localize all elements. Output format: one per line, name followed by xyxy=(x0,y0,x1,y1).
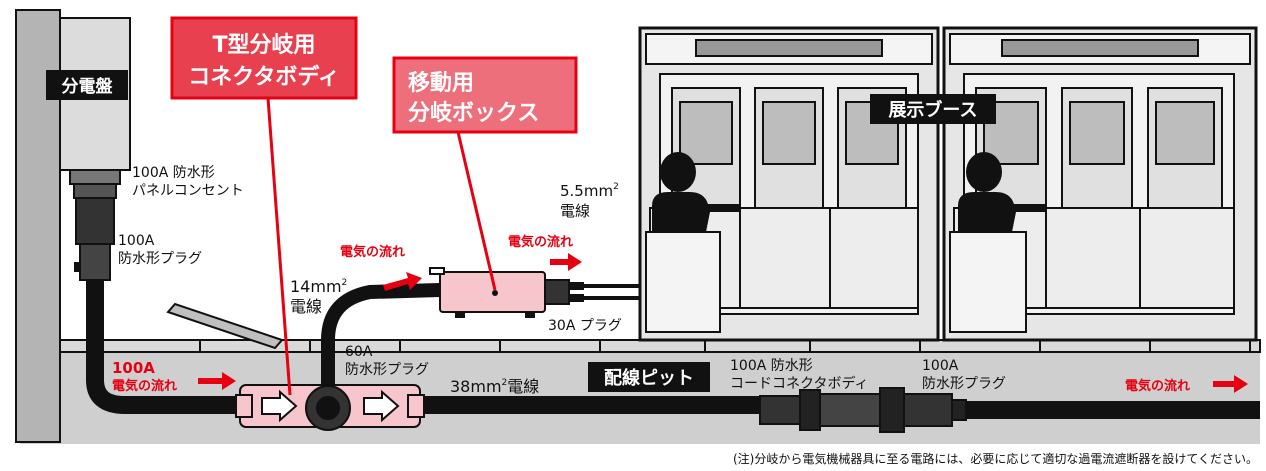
plug100-label-line1: 100A xyxy=(118,233,155,249)
exhibit-booth-label-bg xyxy=(870,94,996,124)
plug60-label-line2: 防水形プラグ xyxy=(345,362,429,378)
wire55-label-line1: 5.5mm2 xyxy=(560,182,619,200)
t-branch-callout-leader xyxy=(266,97,292,396)
floor-joints xyxy=(199,340,1251,352)
outlet-label-line2: パネルコンセント xyxy=(132,183,244,199)
flow-label-3: 電気の流れ xyxy=(112,378,177,394)
waterproof-plug-100a-pit xyxy=(879,387,967,433)
plug60-label-line1: 60A xyxy=(345,344,373,360)
wire55-label-line2: 電線 xyxy=(560,202,590,220)
flow-arrow-icon xyxy=(198,253,1248,393)
cable-38mm-left xyxy=(86,280,240,414)
cord-connector-label-line2: コードコネクタボディ xyxy=(730,375,868,392)
current-100a-label: 100A xyxy=(112,359,155,377)
t-branch-callout xyxy=(170,16,358,100)
mobile-box-callout-leader xyxy=(456,131,497,291)
plug30-label: 30A プラグ xyxy=(548,318,622,334)
person-icon xyxy=(652,152,740,232)
cord-connector-body xyxy=(759,389,881,431)
arrow-right-icon xyxy=(261,389,298,423)
wire38-label: 38mm2電線 xyxy=(450,377,539,396)
wire14-label-line2: 電線 xyxy=(290,297,322,316)
waterproof-plug-100a xyxy=(75,197,115,245)
mobile-box-callout xyxy=(392,56,578,134)
wire14-label-line1: 14mm2 xyxy=(290,277,347,296)
booth-1 xyxy=(638,26,940,342)
t-branch-callout-line1: T型分岐用 xyxy=(212,33,315,58)
plug100b-label-line2: 防水形プラグ xyxy=(922,376,1006,392)
plug-30a xyxy=(570,282,584,302)
flow-label-2: 電気の流れ xyxy=(508,234,573,250)
person-icon xyxy=(958,152,1046,232)
floor-slab xyxy=(59,339,1261,353)
footnote: (注)分岐から電気機械器具に至る電路には、必要に応じて適切な過電流遮断器を設けて… xyxy=(733,451,1258,466)
outlet-label-line1: 100A 防水形 xyxy=(132,165,215,181)
flow-label-1: 電気の流れ xyxy=(340,244,405,260)
panel-outlet xyxy=(69,169,121,185)
plug100-label-line2: 防水形プラグ xyxy=(118,251,202,267)
exhibit-booth-label: 展示ブース xyxy=(888,99,977,121)
panel-board-label-bg xyxy=(46,70,128,100)
cord-connector-label-line1: 100A 防水形 xyxy=(730,358,813,374)
panel-board-label: 分電盤 xyxy=(62,76,114,97)
plug100b-label-line1: 100A xyxy=(922,358,959,374)
flow-label-4: 電気の流れ xyxy=(1125,378,1190,394)
mobile-box-callout-line1: 移動用 xyxy=(408,70,474,96)
mobile-box-callout-line2: 分岐ボックス xyxy=(408,101,539,126)
arrow-right-icon xyxy=(363,389,400,423)
wiring-pit-label: 配線ピット xyxy=(604,367,694,389)
wiring-pit-label-bg xyxy=(588,362,710,392)
t-branch-callout-line2: コネクタボディ xyxy=(188,64,340,90)
pit-lid xyxy=(166,302,284,350)
cable-14mm xyxy=(321,283,441,400)
